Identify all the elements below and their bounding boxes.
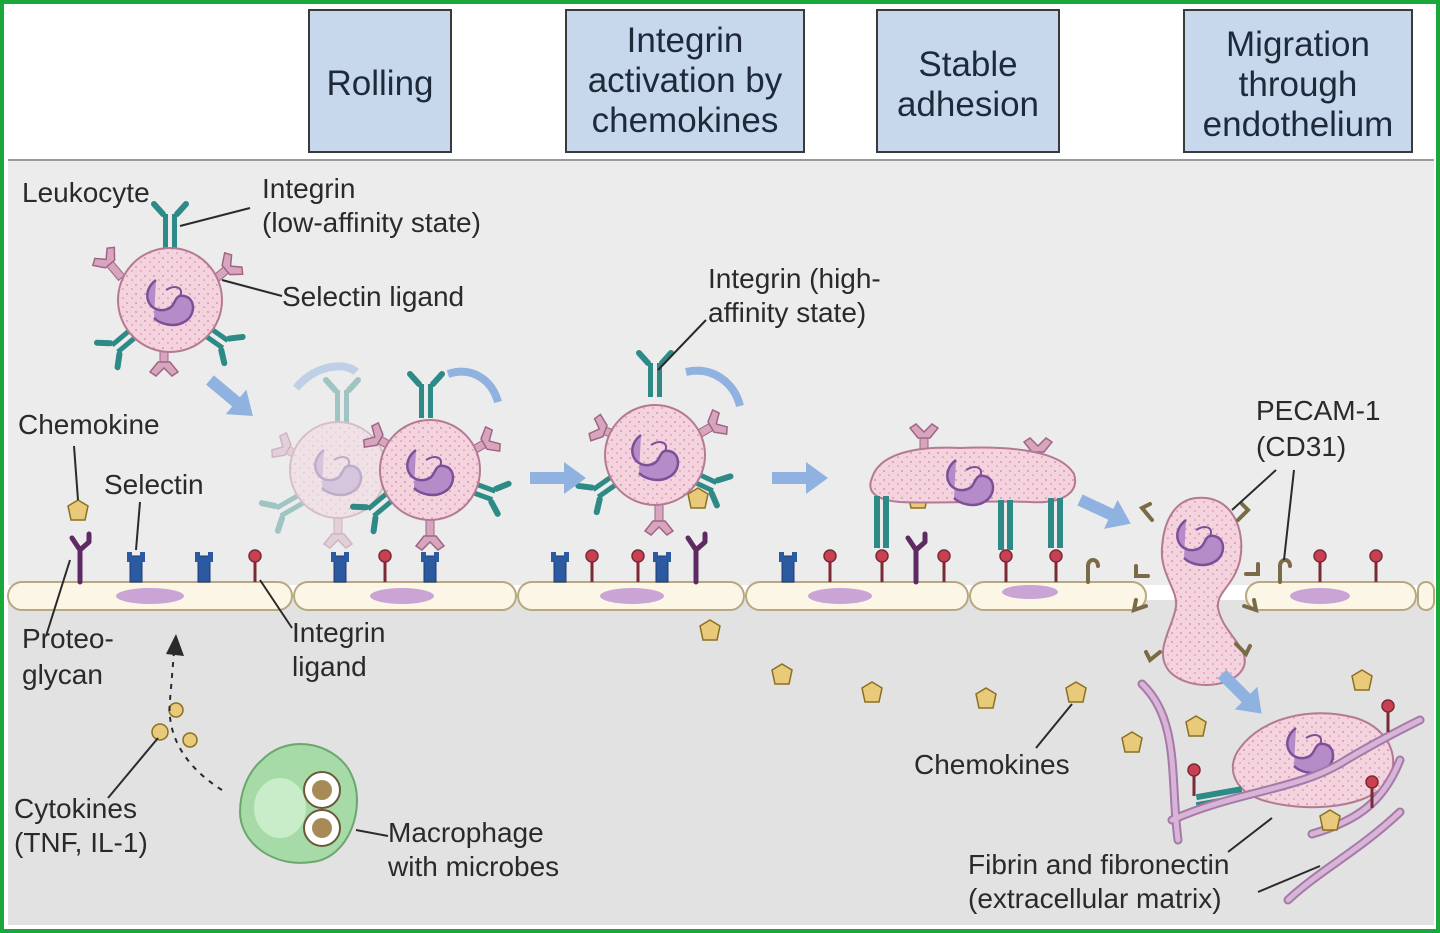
stage-box-migration: Migration through endothelium: [1183, 9, 1413, 153]
svg-text:Integrin: Integrin: [292, 617, 385, 648]
stage-activation-line2: activation by: [588, 61, 783, 100]
svg-text:Cytokines: Cytokines: [14, 793, 137, 824]
stage-rolling-label: Rolling: [327, 64, 434, 103]
rolling-curved-arrow: [292, 362, 359, 391]
stage-activation-line3: chemokines: [592, 101, 779, 140]
label-integrin-low-2: (low-affinity state): [262, 207, 481, 238]
stage-migration-line1: Migration: [1226, 25, 1370, 64]
label-chemokine: Chemokine: [18, 409, 160, 440]
stage-stable-line1: Stable: [918, 45, 1017, 84]
label-cytokines-1: Cytokines: [14, 793, 137, 824]
label-matrix-1: Fibrin and fibronectin: [968, 849, 1229, 880]
activation-curved-arrow: [685, 366, 744, 408]
fibrin-fibers-inner: [1139, 681, 1423, 903]
selectin-molecule: [330, 551, 350, 583]
svg-text:ligand: ligand: [292, 651, 367, 682]
svg-text:(extracellular matrix): (extracellular matrix): [968, 883, 1222, 914]
label-matrix-2: (extracellular matrix): [968, 883, 1222, 914]
svg-text:Integrin: Integrin: [627, 21, 744, 60]
svg-text:Chemokines: Chemokines: [914, 749, 1070, 780]
pecam-interactions: [1131, 502, 1260, 664]
stage-migration-line3: endothelium: [1203, 105, 1394, 144]
macrophage: [238, 743, 358, 864]
label-pecam-2: (CD31): [1256, 431, 1346, 462]
selectin-molecule: [550, 551, 570, 583]
selectin-molecule: [126, 551, 146, 583]
svg-text:through: through: [1239, 65, 1358, 104]
label-integrin-high-2: affinity state): [708, 297, 866, 328]
svg-text:Rolling: Rolling: [327, 64, 434, 103]
stage-migration-line2: through: [1239, 65, 1358, 104]
leader-lines: [45, 207, 1321, 893]
svg-text:PECAM-1: PECAM-1: [1256, 395, 1380, 426]
svg-text:(low-affinity state): (low-affinity state): [262, 207, 481, 238]
label-integrin-ligand-1: Integrin: [292, 617, 385, 648]
stage-box-integrin-activation: Integrin activation by chemokines: [565, 9, 805, 153]
label-integrin-high-1: Integrin (high-: [708, 263, 881, 294]
svg-text:Integrin (high-: Integrin (high-: [708, 263, 881, 294]
cytokine-arrowhead: [166, 634, 184, 656]
svg-text:with microbes: with microbes: [387, 851, 559, 882]
selectin-molecule: [420, 551, 440, 583]
svg-text:Stable: Stable: [918, 45, 1017, 84]
label-proteoglycan-2: glycan: [22, 659, 103, 690]
selectin-molecule: [652, 551, 672, 583]
cytokine-particles: [151, 702, 198, 748]
label-pecam-1: PECAM-1: [1256, 395, 1380, 426]
svg-text:Proteo-: Proteo-: [22, 623, 114, 654]
svg-text:Leukocyte: Leukocyte: [22, 177, 150, 208]
label-integrin-ligand-2: ligand: [292, 651, 367, 682]
leukocyte-rolling: [353, 374, 509, 551]
svg-text:activation by: activation by: [588, 61, 783, 100]
svg-text:Macrophage: Macrophage: [388, 817, 544, 848]
label-selectin: Selectin: [104, 469, 204, 500]
cytokine-dashed-arrow: [168, 651, 223, 791]
svg-text:glycan: glycan: [22, 659, 103, 690]
leukocyte-adherent: [869, 423, 1077, 550]
svg-text:endothelium: endothelium: [1203, 105, 1394, 144]
label-macrophage-1: Macrophage: [388, 817, 544, 848]
label-integrin-low-1: Integrin: [262, 173, 355, 204]
selectin-molecule: [194, 551, 214, 583]
stage-stable-line2: adhesion: [897, 85, 1039, 124]
label-leukocyte: Leukocyte: [22, 177, 150, 208]
svg-text:(TNF, IL-1): (TNF, IL-1): [14, 827, 148, 858]
label-selectin-ligand: Selectin ligand: [282, 281, 464, 312]
leukocyte-activated: [578, 353, 730, 536]
svg-text:Selectin ligand: Selectin ligand: [282, 281, 464, 312]
svg-text:chemokines: chemokines: [592, 101, 779, 140]
leukocyte-free: [89, 204, 247, 377]
endothelial-nuclei: [116, 585, 1350, 604]
adhesion-integrins: [874, 496, 1063, 550]
svg-text:Selectin: Selectin: [104, 469, 204, 500]
stage-box-rolling: Rolling: [308, 9, 452, 153]
leukocyte-transmigrating: [1131, 496, 1260, 686]
svg-text:affinity state): affinity state): [708, 297, 866, 328]
rolling-curved-arrow: [446, 367, 502, 404]
stage-activation-line1: Integrin: [627, 21, 744, 60]
stage-box-stable-adhesion: Stable adhesion: [876, 9, 1060, 153]
selectin-molecule: [778, 551, 798, 583]
svg-text:adhesion: adhesion: [897, 85, 1039, 124]
svg-text:Integrin: Integrin: [262, 173, 355, 204]
svg-text:Migration: Migration: [1226, 25, 1370, 64]
label-macrophage-2: with microbes: [387, 851, 559, 882]
svg-text:(CD31): (CD31): [1256, 431, 1346, 462]
label-cytokines-2: (TNF, IL-1): [14, 827, 148, 858]
svg-text:Chemokine: Chemokine: [18, 409, 160, 440]
label-chemokines: Chemokines: [914, 749, 1070, 780]
svg-text:Fibrin and fibronectin: Fibrin and fibronectin: [968, 849, 1229, 880]
label-proteoglycan-1: Proteo-: [22, 623, 114, 654]
